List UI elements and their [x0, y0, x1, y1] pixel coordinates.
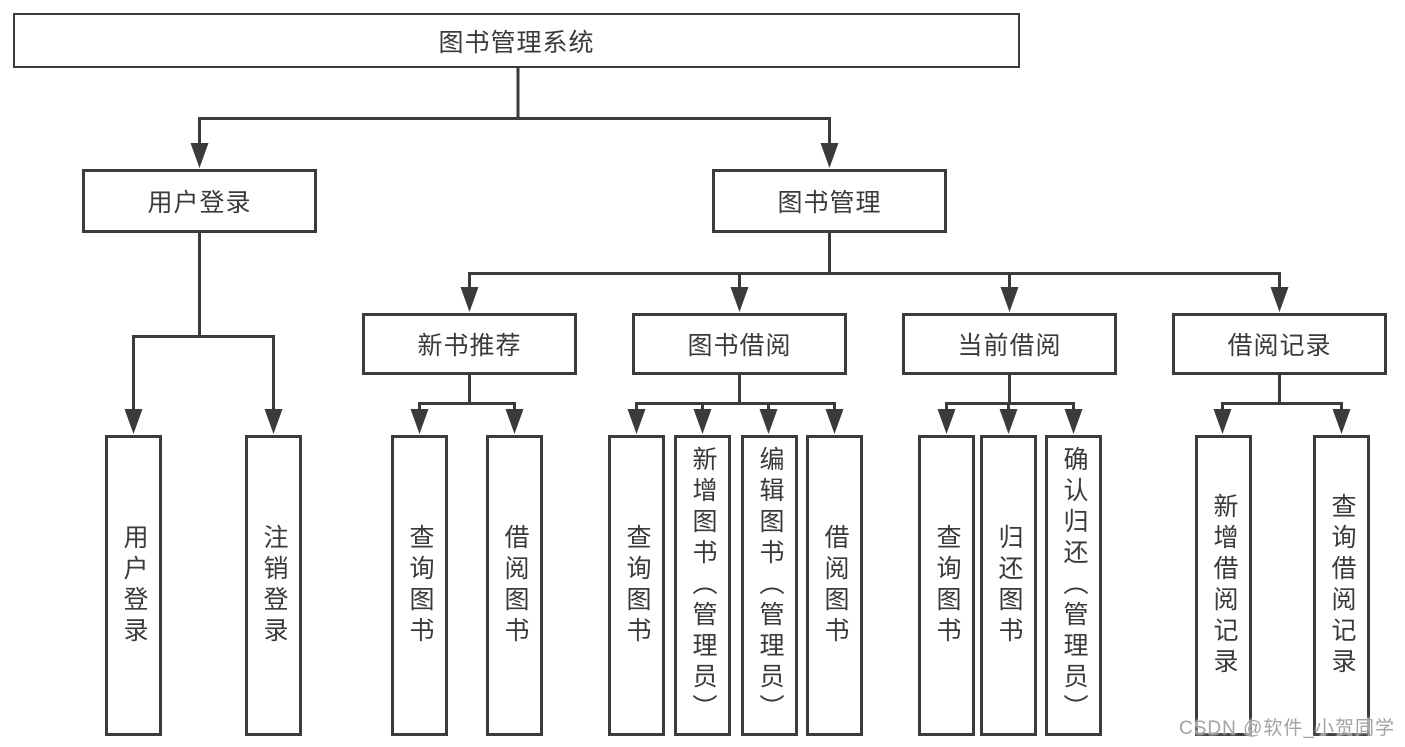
leaf-edit-book-admin: 编辑图书（管理员）: [741, 435, 798, 736]
node-label: 图书管理: [777, 189, 882, 217]
leaf-confirm-return-admin: 确认归还（管理员）: [1045, 435, 1102, 736]
node-book-borrowing: 图书借阅: [632, 313, 847, 375]
node-label: 归还图书: [995, 523, 1023, 648]
node-label: 查询图书: [623, 523, 651, 648]
node-label: 注销登录: [260, 523, 288, 648]
leaf-query-books-borrowing: 查询图书: [608, 435, 665, 736]
node-book-management: 图书管理: [712, 169, 947, 233]
node-label: 用户登录: [120, 523, 148, 648]
node-label: 当前借阅: [957, 332, 1062, 360]
node-label: 用户登录: [147, 189, 252, 217]
node-label: 查询图书: [406, 523, 434, 648]
node-user-login: 用户登录: [82, 169, 317, 233]
csdn-watermark: CSDN @软件_小贺同学: [1179, 718, 1395, 739]
leaf-add-book-admin: 新增图书（管理员）: [674, 435, 731, 736]
leaf-return-book: 归还图书: [980, 435, 1037, 736]
leaf-user-login: 用户登录: [105, 435, 162, 736]
node-label: 图书借阅: [687, 332, 792, 360]
node-new-book-recommendation: 新书推荐: [362, 313, 577, 375]
node-label: 查询借阅记录: [1328, 492, 1356, 679]
node-label: 借阅图书: [821, 523, 849, 648]
node-label: 新增图书（管理员）: [689, 446, 717, 725]
node-label: 新增借阅记录: [1210, 492, 1238, 679]
node-current-borrowing: 当前借阅: [902, 313, 1117, 375]
node-label: 新书推荐: [417, 332, 522, 360]
leaf-logout: 注销登录: [245, 435, 302, 736]
node-label: 确认归还（管理员）: [1060, 446, 1088, 725]
node-borrowing-records: 借阅记录: [1172, 313, 1387, 375]
leaf-borrow-books-newbook: 借阅图书: [486, 435, 543, 736]
leaf-add-borrow-record: 新增借阅记录: [1195, 435, 1252, 736]
node-label: 借阅图书: [501, 523, 529, 648]
node-label: 编辑图书（管理员）: [756, 446, 784, 725]
leaf-query-books-newbook: 查询图书: [391, 435, 448, 736]
node-library-management-system: 图书管理系统: [13, 13, 1020, 68]
node-label: 查询图书: [933, 523, 961, 648]
leaf-query-borrow-record: 查询借阅记录: [1313, 435, 1370, 736]
leaf-query-books-current: 查询图书: [918, 435, 975, 736]
node-label: 图书管理系统: [438, 28, 595, 57]
node-label: 借阅记录: [1227, 332, 1332, 360]
leaf-borrow-books-borrowing: 借阅图书: [806, 435, 863, 736]
